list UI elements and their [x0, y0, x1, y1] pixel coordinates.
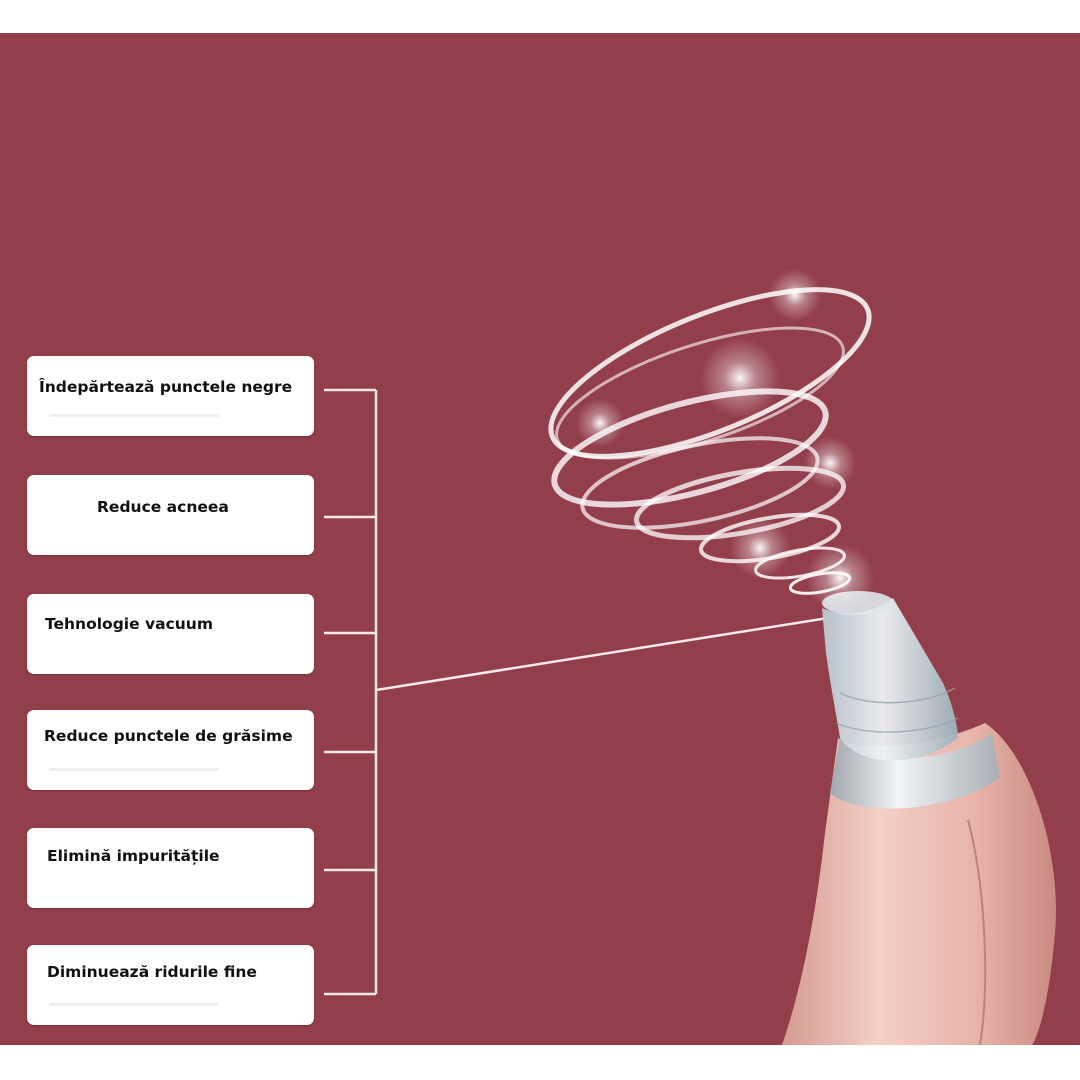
feature-label: Reduce acneea [97, 498, 229, 516]
product-feature-graphic: Îndepărtează punctele negre Reduce acnee… [0, 33, 1080, 1045]
device-body [782, 723, 1056, 1045]
feature-label: Diminuează ridurile fine [47, 963, 257, 981]
feature-box-blackheads: Îndepărtează punctele negre [27, 356, 314, 436]
feature-box-impurities: Elimină impuritățile [27, 828, 314, 908]
feature-label: Elimină impuritățile [47, 847, 220, 865]
feature-box-fine-lines: Diminuează ridurile fine [27, 945, 314, 1025]
feature-box-acne: Reduce acneea [27, 475, 314, 555]
device-nozzle-tip [822, 598, 958, 761]
feature-label: Tehnologie vacuum [45, 615, 213, 633]
feature-label: Reduce punctele de grăsime [44, 727, 293, 745]
bottom-margin [0, 1045, 1080, 1080]
bracket-connector [324, 388, 829, 996]
feature-box-vacuum: Tehnologie vacuum [27, 594, 314, 674]
feature-box-oil-spots: Reduce punctele de grăsime [27, 710, 314, 790]
suction-device-illustration [782, 591, 1056, 1045]
device-metal-ring [830, 733, 1000, 809]
feature-label: Îndepărtează punctele negre [39, 378, 293, 396]
swirl-glow-spots [576, 269, 874, 612]
